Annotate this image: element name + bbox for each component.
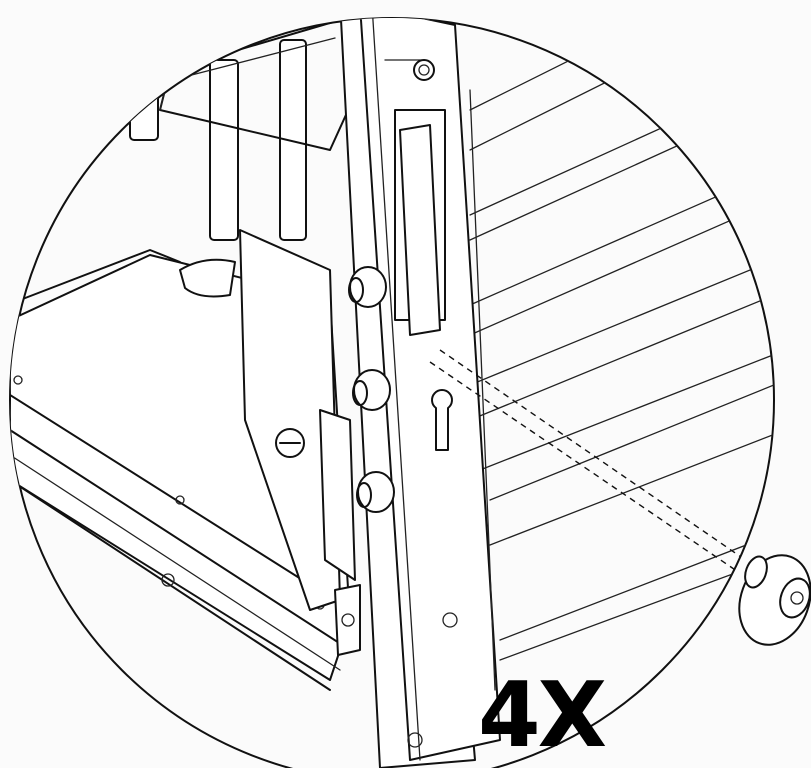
upright-knobs bbox=[348, 266, 395, 513]
thumb-knob-icon bbox=[356, 471, 395, 513]
mounting-plate bbox=[239, 229, 361, 656]
thumb-knob-icon bbox=[352, 369, 391, 411]
thumb-knob-icon bbox=[738, 554, 811, 646]
assembly-leader bbox=[429, 349, 761, 581]
detail-content bbox=[10, 18, 774, 768]
quantity-label: 4X bbox=[478, 663, 607, 768]
thumb-knob-icon bbox=[348, 266, 387, 308]
vertical-upright bbox=[339, 18, 501, 768]
